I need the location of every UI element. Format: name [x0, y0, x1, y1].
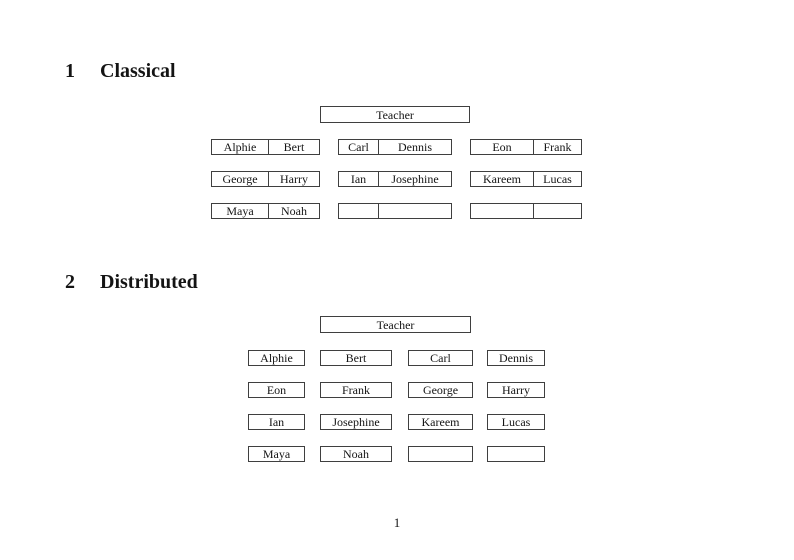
seat-cell: George	[222, 172, 258, 186]
seat-cell: Bert	[268, 140, 319, 154]
seat-cell: Harry	[268, 172, 319, 186]
desk-box: Eon Frank	[470, 139, 582, 155]
seat-cell: Alphie	[248, 350, 305, 366]
seat-cell: Carl	[408, 350, 473, 366]
seat-cell: Bert	[320, 350, 392, 366]
seat-cell: Lucas	[533, 172, 581, 186]
seat-cell: Josephine	[378, 172, 451, 186]
section-heading-classical: 1 Classical	[65, 60, 176, 83]
section-title: Distributed	[100, 271, 198, 293]
section-number: 1	[65, 60, 75, 82]
desk-box: Ian Josephine	[338, 171, 452, 187]
desk-box: Carl Dennis	[338, 139, 452, 155]
seat-cell: Ian	[248, 414, 305, 430]
seat-cell	[487, 446, 545, 462]
seat-cell: Frank	[533, 140, 581, 154]
seat-cell: Eon	[492, 140, 512, 154]
desk-box: Kareem Lucas	[470, 171, 582, 187]
seat-cell: Maya	[248, 446, 305, 462]
seat-cell	[378, 204, 451, 218]
page-number: 1	[393, 515, 401, 530]
seat-cell: Kareem	[408, 414, 473, 430]
desk-box: Alphie Bert	[211, 139, 320, 155]
teacher-box: Teacher	[320, 106, 470, 123]
section-heading-distributed: 2 Distributed	[65, 271, 198, 294]
seat-cell: Ian	[350, 172, 367, 186]
seat-cell: Kareem	[483, 172, 521, 186]
seat-cell: Lucas	[487, 414, 545, 430]
seat-cell: Eon	[248, 382, 305, 398]
seat-cell: Maya	[226, 204, 254, 218]
seat-cell: Carl	[348, 140, 369, 154]
desk-box: Maya Noah	[211, 203, 320, 219]
desk-box: George Harry	[211, 171, 320, 187]
section-title: Classical	[100, 60, 176, 82]
desk-box	[470, 203, 582, 219]
seat-cell: Dennis	[378, 140, 451, 154]
section-number: 2	[65, 271, 75, 293]
seat-cell	[408, 446, 473, 462]
seat-cell: Josephine	[320, 414, 392, 430]
seat-cell: George	[408, 382, 473, 398]
seat-cell: Dennis	[487, 350, 545, 366]
teacher-box: Teacher	[320, 316, 471, 333]
seat-cell: Frank	[320, 382, 392, 398]
desk-box	[338, 203, 452, 219]
seat-cell: Noah	[268, 204, 319, 218]
seat-cell	[533, 204, 581, 218]
seat-cell: Noah	[320, 446, 392, 462]
seat-cell: Harry	[487, 382, 545, 398]
seat-cell: Alphie	[223, 140, 257, 154]
